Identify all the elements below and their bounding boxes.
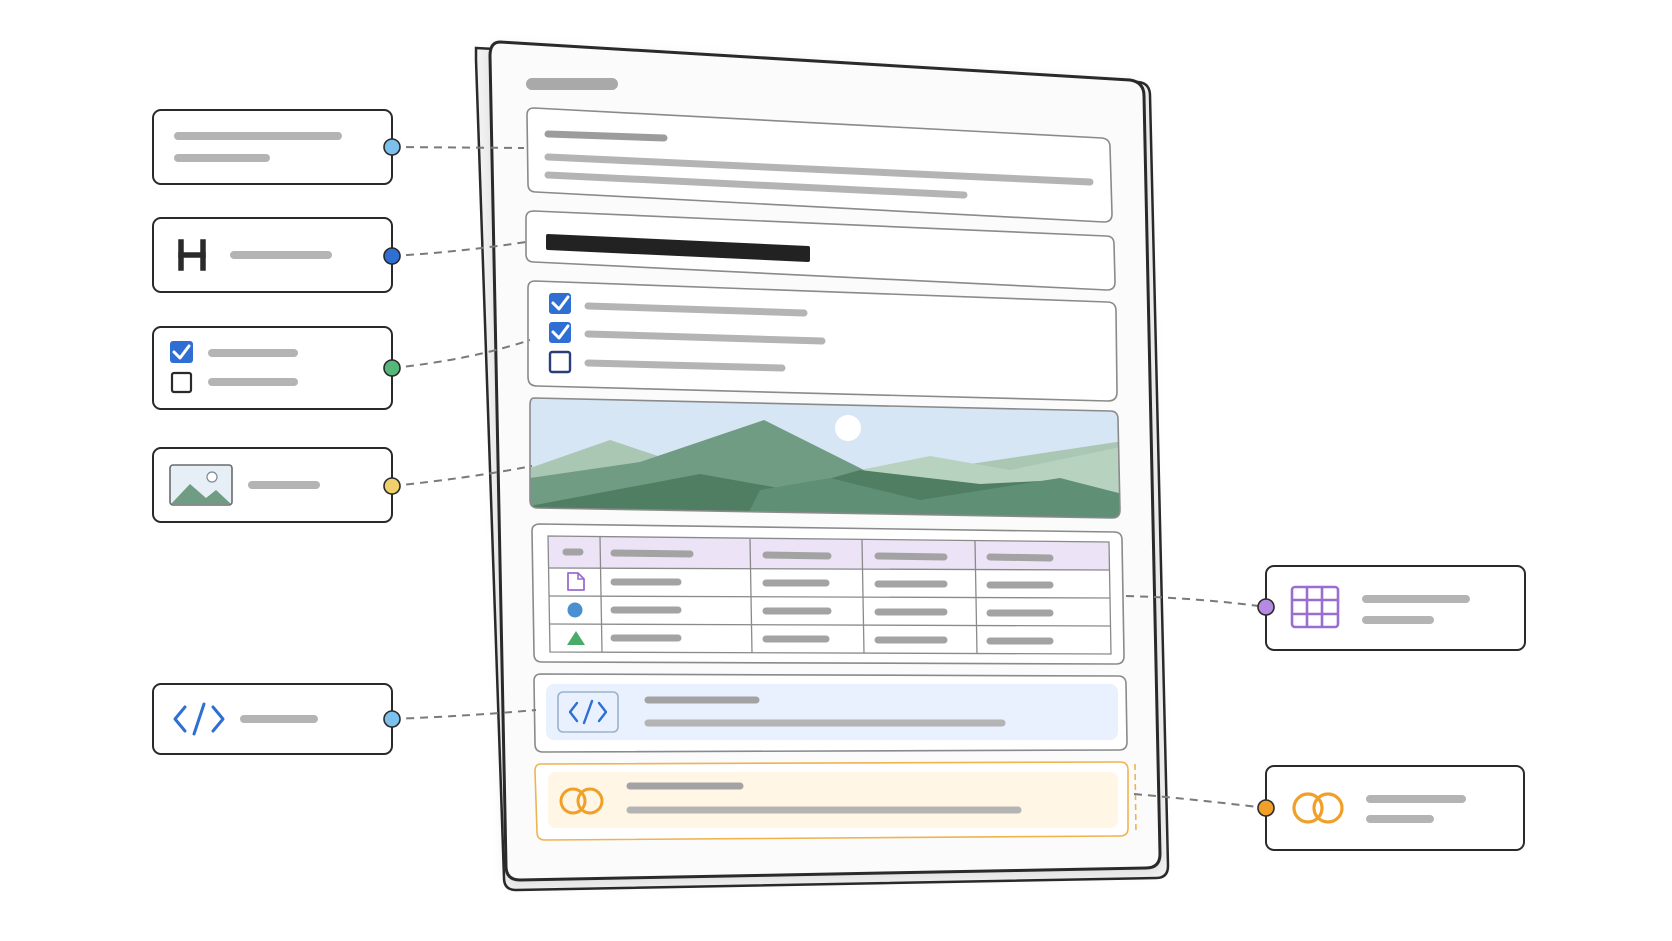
heading-bar xyxy=(546,234,810,262)
code-block[interactable] xyxy=(533,673,1128,753)
callout-card xyxy=(1265,765,1525,851)
checkbox-icon xyxy=(170,341,193,394)
code-inner xyxy=(546,684,1118,740)
heading-icon xyxy=(178,239,206,271)
table-block[interactable] xyxy=(531,523,1125,665)
callout-card xyxy=(152,109,393,185)
document-page xyxy=(474,40,1170,892)
image-icon xyxy=(169,464,233,506)
paragraph-line xyxy=(544,153,1094,186)
rings-icon xyxy=(1292,792,1344,824)
connector-dot xyxy=(383,477,401,495)
image-card xyxy=(529,397,1121,519)
checkbox-checked[interactable] xyxy=(549,293,571,314)
sun-shape xyxy=(835,415,861,441)
table-body-cells xyxy=(610,578,1054,645)
image-block[interactable] xyxy=(520,390,1130,530)
callout-table[interactable] xyxy=(1257,565,1526,651)
connector-dot xyxy=(383,710,401,728)
connector-paragraph xyxy=(391,146,525,149)
connector-code xyxy=(391,709,537,720)
connector-image xyxy=(391,465,533,487)
rings-icon xyxy=(559,787,604,815)
connector-dot xyxy=(1257,598,1275,616)
heading-card xyxy=(525,210,1116,291)
connector-dot xyxy=(383,359,401,377)
embed-inner xyxy=(548,772,1118,828)
table-header-cells xyxy=(562,548,1054,562)
embed-block[interactable] xyxy=(534,761,1137,841)
callout-card xyxy=(1265,565,1526,651)
connector-dot xyxy=(1257,799,1275,817)
callout-embed[interactable] xyxy=(1257,765,1525,851)
callout-image[interactable] xyxy=(152,447,401,523)
checklist-item-line xyxy=(584,302,808,317)
embed-dashed-edge xyxy=(1134,763,1137,835)
checklist-item-line xyxy=(584,359,786,372)
triangle-icon xyxy=(567,631,585,645)
grid-icon xyxy=(1290,585,1340,629)
connector-dot xyxy=(383,138,401,156)
connector-embed xyxy=(1133,793,1267,809)
checkbox-checked[interactable] xyxy=(549,322,571,343)
file-icon xyxy=(567,572,585,591)
callout-code[interactable] xyxy=(152,683,401,755)
page-title-placeholder xyxy=(526,78,618,90)
paragraph-line xyxy=(544,171,968,199)
callout-heading[interactable] xyxy=(152,217,401,293)
checklist-item-line xyxy=(584,330,826,345)
connector-table xyxy=(1125,595,1267,608)
callout-card xyxy=(152,326,393,410)
checklist-block[interactable] xyxy=(527,280,1118,402)
code-icon xyxy=(568,699,608,725)
callout-paragraph[interactable] xyxy=(152,109,401,185)
table-grid xyxy=(547,535,1112,655)
checkbox-unchecked[interactable] xyxy=(548,350,572,374)
paragraph-block[interactable] xyxy=(526,107,1113,223)
connector-checklist xyxy=(391,339,531,369)
connector-dot xyxy=(383,247,401,265)
heading-block[interactable] xyxy=(525,210,1116,291)
connector-heading xyxy=(391,241,527,257)
paragraph-line xyxy=(544,130,668,142)
connector-lines xyxy=(391,146,1267,809)
callout-checklist[interactable] xyxy=(152,326,401,410)
code-icon xyxy=(173,702,225,736)
circle-icon xyxy=(567,602,583,618)
